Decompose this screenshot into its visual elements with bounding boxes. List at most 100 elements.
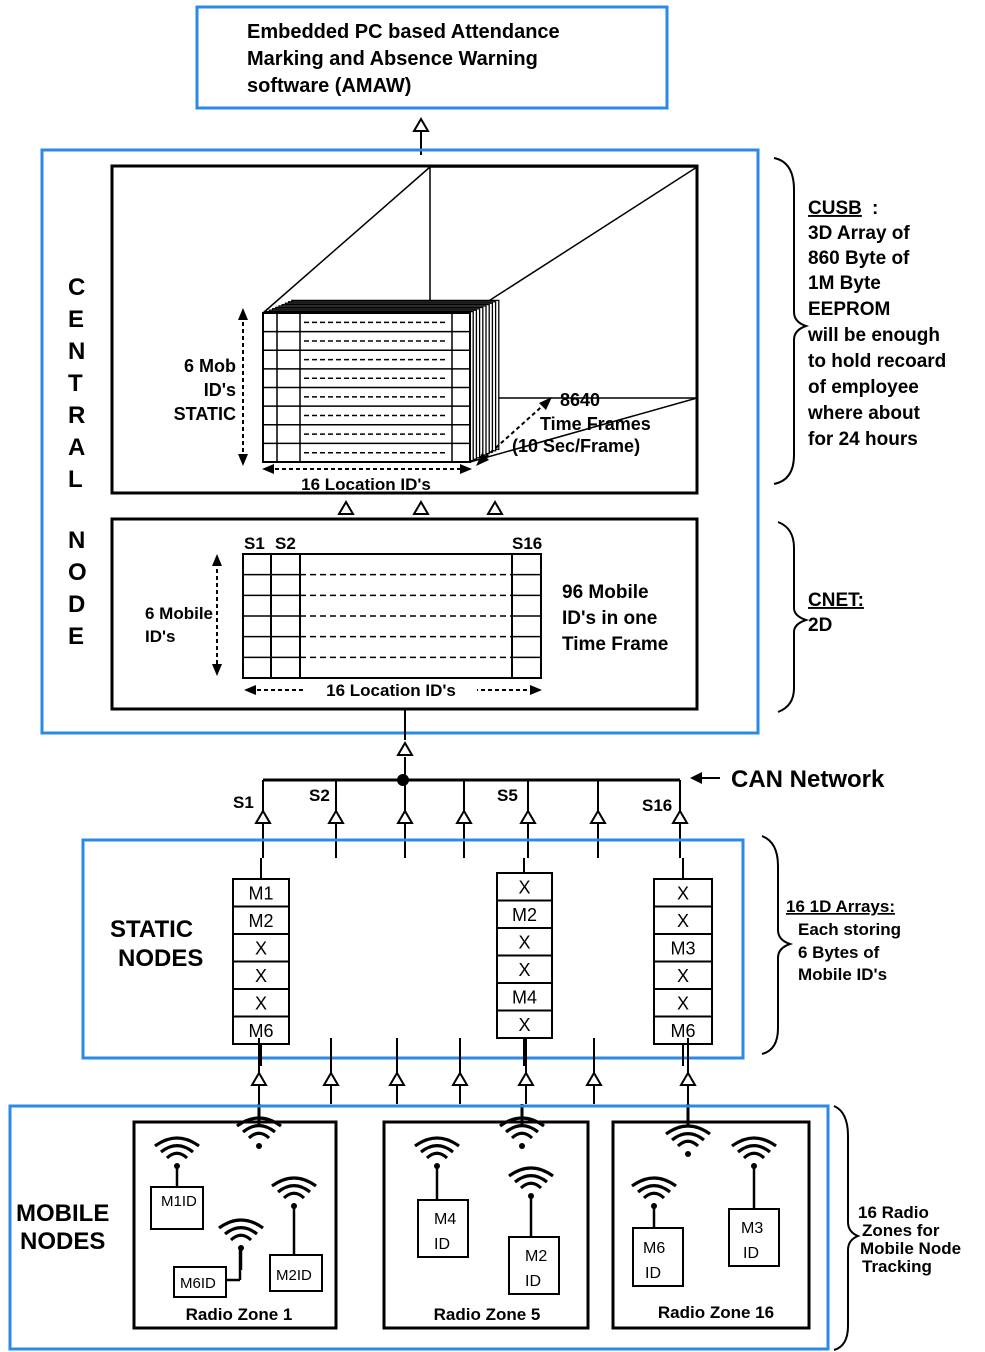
cusb-line: 1M Byte	[808, 273, 881, 294]
static-annotation-line: Each storing	[798, 920, 901, 939]
array-cell: X	[255, 966, 267, 986]
wifi-icons	[154, 1116, 777, 1282]
can-station-s2: S2	[309, 786, 330, 805]
central-node-vertical-label: C E N T R A L N O D E	[68, 274, 87, 650]
central-node-box	[40, 148, 760, 735]
wifi-icon	[665, 1124, 711, 1157]
cusb-line: EEPROM	[808, 299, 890, 320]
wifi-icon	[508, 1166, 554, 1237]
mobile-node-id: ID	[645, 1265, 661, 1282]
radio-zone-5-label: Radio Zone 5	[434, 1305, 541, 1324]
letter: L	[68, 466, 83, 493]
array-cell: X	[677, 911, 689, 931]
cusb-3d-prism	[262, 166, 698, 463]
static-brace	[761, 835, 794, 1055]
up-arrow-icon	[452, 1072, 468, 1086]
cusb-description: 3D Array of 860 Byte of 1M Byte EEPROM w…	[807, 223, 946, 450]
mobile-node-id: ID	[434, 1236, 450, 1253]
array-cell: M2	[512, 905, 537, 925]
up-arrow-icon	[586, 1072, 602, 1086]
cusb-line: where about	[807, 403, 921, 424]
can-station-s5: S5	[497, 786, 518, 805]
up-arrow-icon	[413, 501, 429, 515]
wifi-icon	[236, 1116, 282, 1149]
mobile-node-id: M6ID	[180, 1275, 216, 1292]
mobile-nodes-label-2: NODES	[20, 1228, 105, 1255]
up-arrow-icon	[520, 810, 536, 824]
can-junction	[397, 774, 409, 786]
wifi-icon	[731, 1136, 777, 1209]
mobile-node-m2-zone5: M2 ID	[508, 1236, 560, 1295]
cusb-left-label-2: ID's	[204, 380, 236, 400]
wifi-icon	[631, 1176, 677, 1228]
mobile-annotation-line: Zones for	[862, 1221, 940, 1240]
array-cell: M3	[670, 939, 695, 959]
mobile-node-id: M4	[434, 1211, 456, 1228]
cnet-bottom-label: 16 Location ID's	[326, 681, 456, 700]
mobile-node-id: M1ID	[161, 1193, 197, 1210]
uplink-arrow-icon	[413, 118, 429, 132]
up-arrow-icon	[680, 1072, 696, 1086]
radio-zone-5-box	[382, 1120, 590, 1330]
static-annotation-title: 16 1D Arrays:	[786, 897, 895, 916]
can-station-s1: S1	[233, 793, 254, 812]
mobile-node-m2-zone1: M2ID	[269, 1254, 323, 1292]
letter: N	[68, 338, 85, 365]
up-arrow-icon	[487, 501, 503, 515]
static-nodes-box	[81, 838, 745, 1060]
cnet-left-label-2: ID's	[145, 627, 176, 646]
up-arrow-icon	[397, 742, 413, 756]
mobile-node-id: ID	[743, 1245, 759, 1262]
cnet-right-label-1: 96 Mobile	[562, 582, 649, 603]
radio-zone-16-box	[611, 1120, 811, 1330]
letter: C	[68, 274, 85, 301]
cusb-bottom-label: 16 Location ID's	[301, 475, 431, 494]
mobile-node-id: M3	[741, 1220, 763, 1237]
mobile-node-m6-zone16: M6 ID	[632, 1227, 684, 1287]
cnet-right-label-2: ID's in one	[562, 608, 657, 629]
array-cell: X	[677, 966, 689, 986]
cusb-left-label-3: STATIC	[174, 404, 236, 424]
can-station-s16: S16	[642, 796, 672, 815]
cusb-title-colon: :	[872, 198, 878, 219]
static-nodes-label-2: NODES	[118, 945, 203, 972]
amaw-line-2: Marking and Absence Warning	[247, 48, 538, 70]
cnet-col-label-s2: S2	[275, 534, 296, 553]
up-arrow-icon	[323, 1072, 339, 1086]
letter: N	[68, 527, 85, 554]
array-cell: M6	[670, 1021, 695, 1041]
cnet-brace	[777, 521, 810, 713]
static-annotation-line: Mobile ID's	[798, 965, 887, 984]
cusb-brace	[773, 157, 810, 485]
can-bus-stubs	[255, 780, 688, 858]
cusb-left-label-1: 6 Mob	[184, 356, 236, 376]
mobile-node-m1: M1ID	[150, 1186, 204, 1230]
cusb-line: for 24 hours	[808, 429, 918, 450]
mobile-node-m4: M4 ID	[417, 1199, 469, 1258]
letter: A	[68, 434, 85, 461]
array-cell: X	[518, 878, 530, 898]
array-cell: X	[255, 994, 267, 1014]
up-arrow-icon	[397, 810, 413, 824]
cnet-2d-array-box	[110, 517, 699, 711]
cusb-line: to hold recoard	[808, 351, 946, 372]
array-cell: X	[255, 939, 267, 959]
cnet-description: 2D	[808, 615, 832, 636]
mobile-node-id: ID	[525, 1273, 541, 1290]
mobile-annotation-line: Tracking	[862, 1257, 932, 1276]
can-network-label: CAN Network	[731, 766, 885, 793]
mobile-node-id: M2ID	[276, 1267, 312, 1284]
letter: T	[68, 370, 83, 397]
wifi-icon	[499, 1116, 545, 1149]
mobile-brace	[833, 1105, 861, 1351]
up-arrow-icon	[590, 810, 606, 824]
letter: R	[68, 402, 85, 429]
cusb-depth-label-1: 8640	[560, 390, 600, 410]
radio-zone-1-box	[132, 1120, 338, 1330]
up-arrow-icon	[389, 1072, 405, 1086]
up-arrow-icon	[456, 810, 472, 824]
cnet-right-label-3: Time Frame	[562, 634, 668, 655]
array-cell: X	[677, 994, 689, 1014]
up-arrow-icon	[518, 1072, 534, 1086]
